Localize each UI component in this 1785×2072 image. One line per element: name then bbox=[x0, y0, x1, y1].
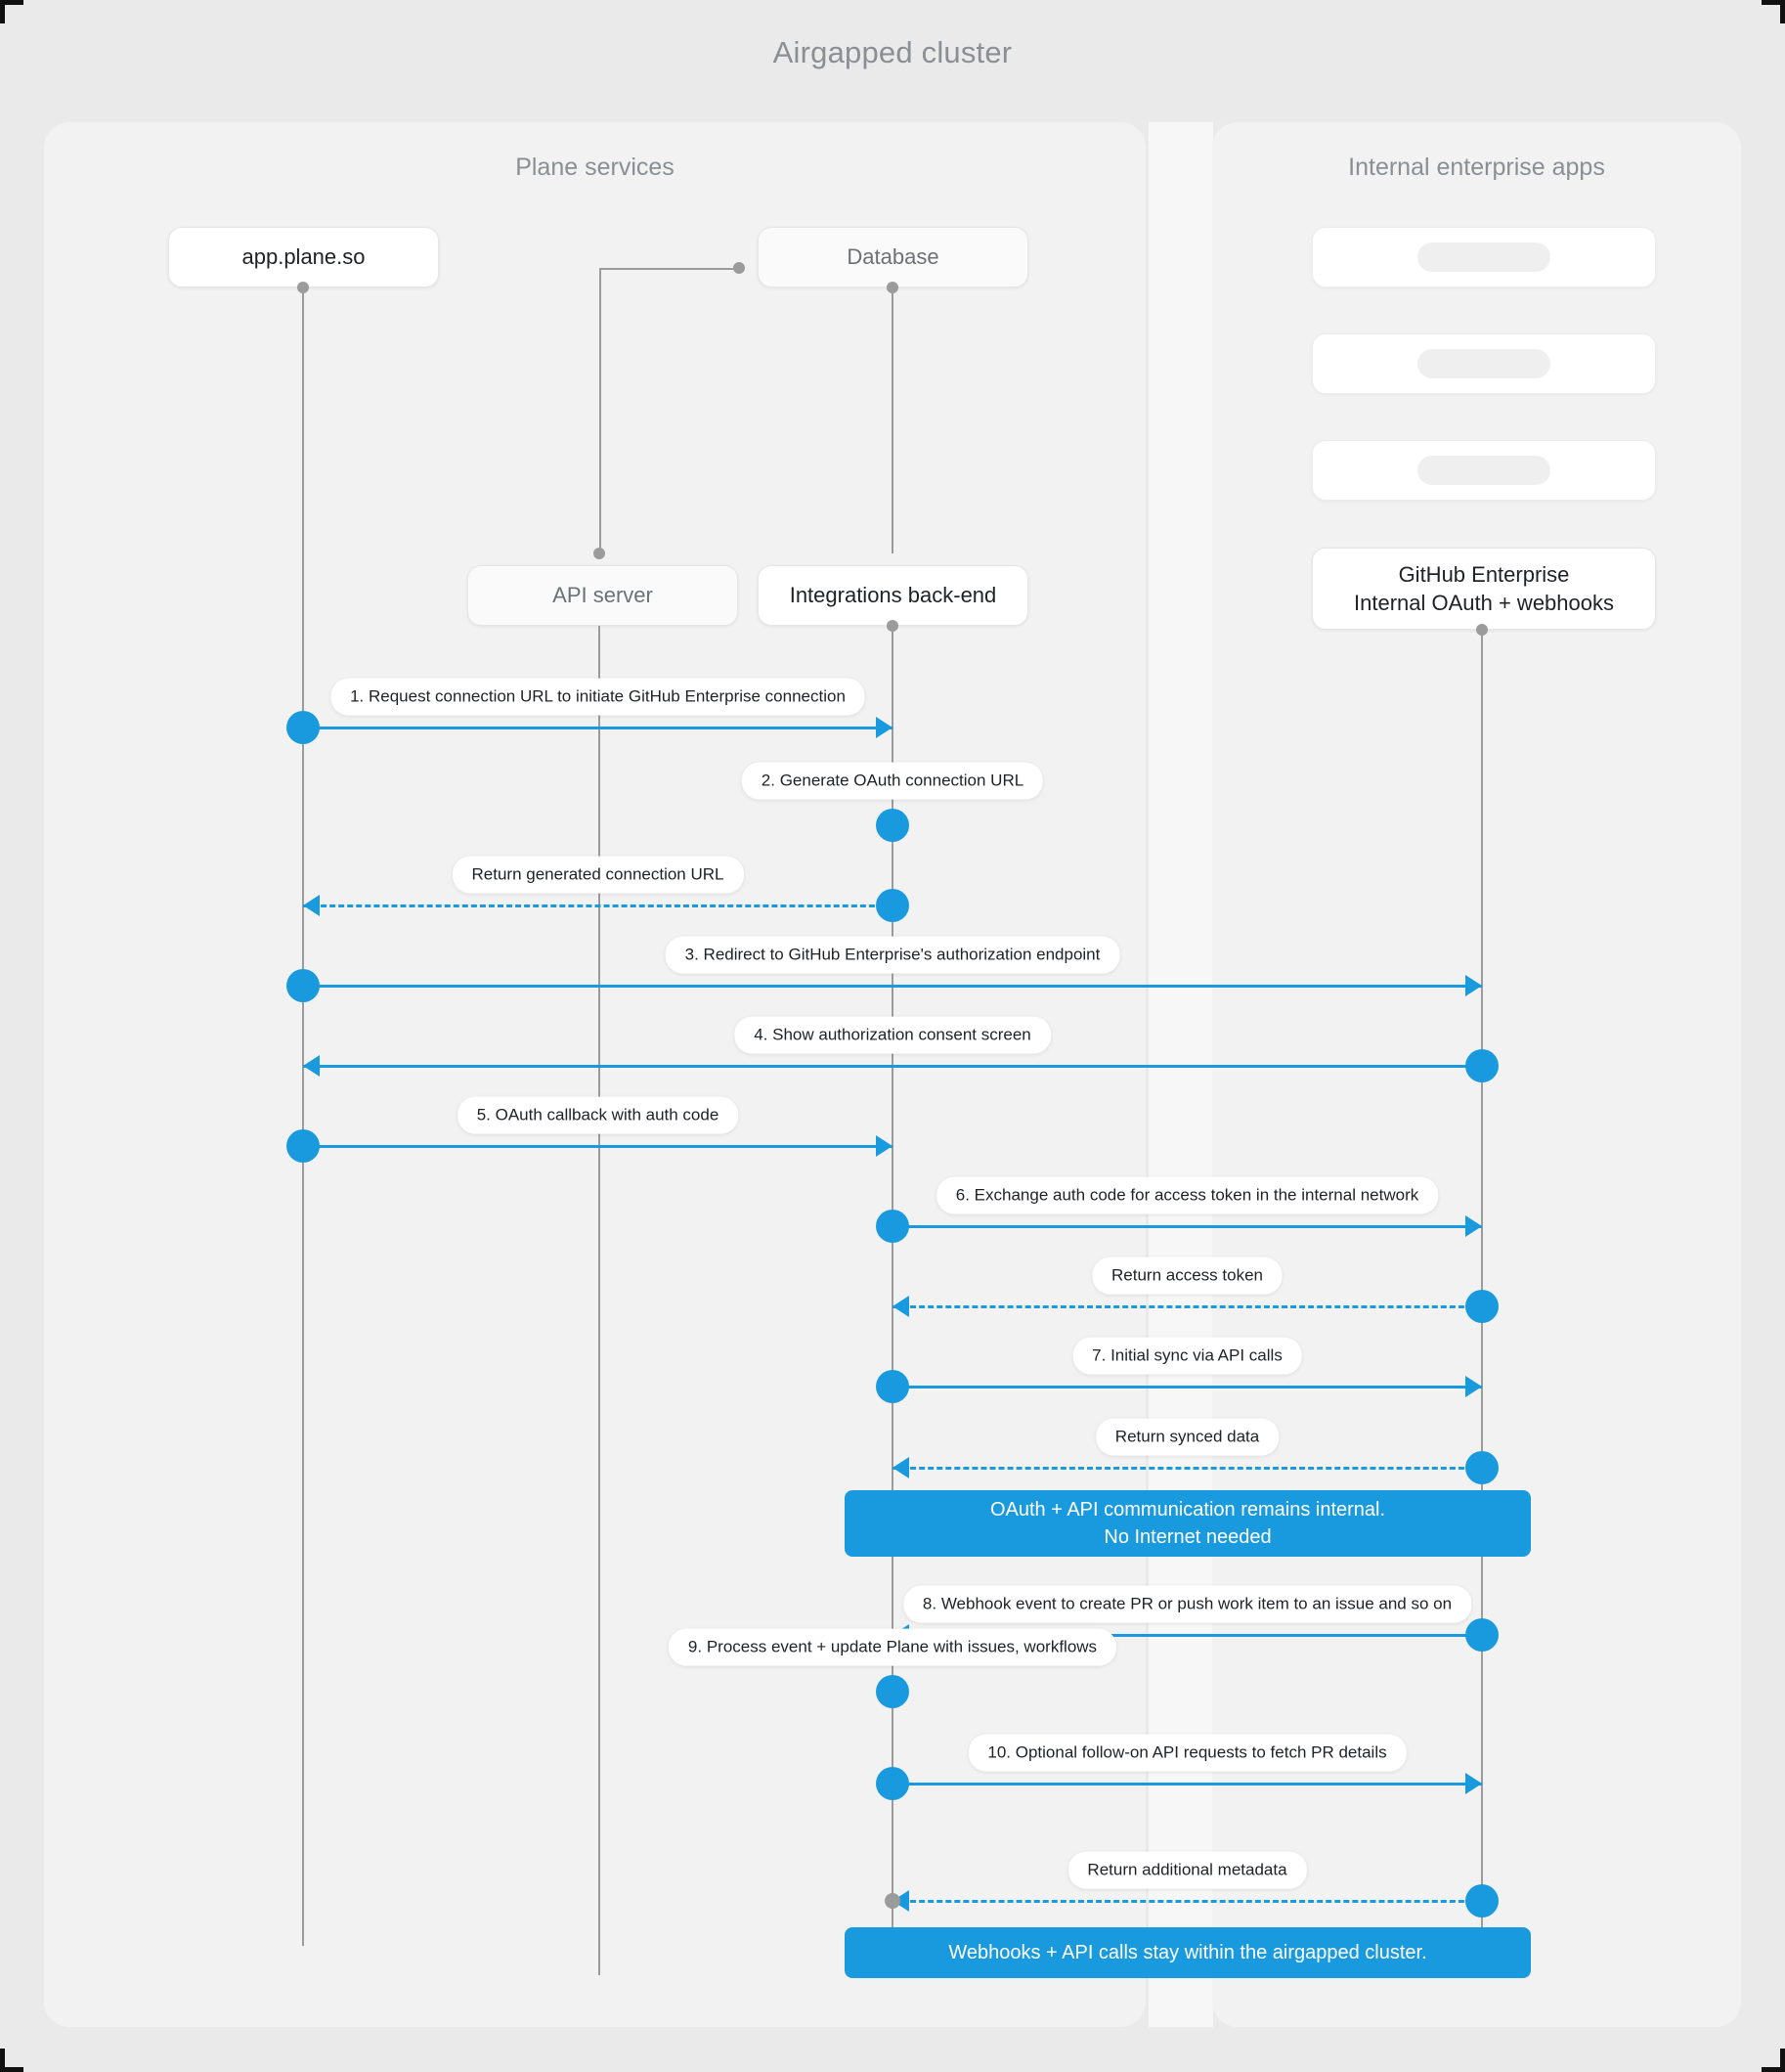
message-source-dot-14 bbox=[1465, 1884, 1499, 1918]
message-line-5 bbox=[303, 1065, 1482, 1068]
message-arrowhead-3 bbox=[303, 895, 320, 916]
participant-api-server[interactable]: API server bbox=[467, 565, 738, 626]
lifeline-ghe bbox=[1481, 630, 1483, 1946]
message-label-4: 3. Redirect to GitHub Enterprise's autho… bbox=[665, 936, 1120, 974]
message-label-13: 10. Optional follow-on API requests to f… bbox=[968, 1734, 1407, 1772]
message-arrowhead-8 bbox=[892, 1296, 909, 1317]
crop-mark-top-left-v bbox=[0, 0, 5, 23]
panel-internal-enterprise-apps-title: Internal enterprise apps bbox=[1348, 154, 1605, 181]
placeholder-bar bbox=[1417, 456, 1550, 485]
message-label-12: 9. Process event + update Plane with iss… bbox=[668, 1628, 1117, 1666]
note-oauth-internal: OAuth + API communication remains intern… bbox=[845, 1490, 1531, 1557]
lifeline-integr bbox=[892, 626, 893, 1946]
lifeline-cap-ghe bbox=[1476, 624, 1488, 636]
message-label-8: Return access token bbox=[1092, 1256, 1283, 1295]
message-label-11: 8. Webhook event to create PR or push wo… bbox=[902, 1585, 1472, 1623]
message-line-6 bbox=[303, 1145, 892, 1148]
message-arrowhead-10 bbox=[892, 1457, 909, 1478]
message-label-6: 5. OAuth callback with auth code bbox=[457, 1096, 739, 1134]
message-source-dot-13 bbox=[876, 1767, 909, 1800]
message-line-8 bbox=[892, 1305, 1482, 1308]
message-label-10: Return synced data bbox=[1095, 1418, 1280, 1456]
note-oauth-internal-line1: OAuth + API communication remains intern… bbox=[989, 1499, 1386, 1521]
note-webhooks-airgapped-line1: Webhooks + API calls stay within the air… bbox=[948, 1942, 1427, 1963]
message-source-dot-8 bbox=[1465, 1290, 1499, 1323]
message-label-14: Return additional metadata bbox=[1067, 1851, 1307, 1889]
message-label-5: 4. Show authorization consent screen bbox=[734, 1016, 1051, 1054]
message-arrowhead-6 bbox=[876, 1135, 892, 1157]
participant-github-enterprise[interactable]: GitHub Enterprise Internal OAuth + webho… bbox=[1312, 548, 1656, 630]
message-arrowhead-5 bbox=[303, 1055, 320, 1077]
message-arrowhead-4 bbox=[1465, 975, 1482, 996]
connector-endpoint-dot bbox=[733, 262, 745, 274]
note-webhooks-airgapped: Webhooks + API calls stay within the air… bbox=[845, 1927, 1531, 1978]
panel-plane-services: Plane services bbox=[44, 122, 1146, 2027]
participant-integrations-backend[interactable]: Integrations back-end bbox=[758, 565, 1028, 626]
crop-mark-top-right-h bbox=[1762, 0, 1785, 5]
connector-database-api-vertical bbox=[599, 268, 601, 553]
message-label-3: Return generated connection URL bbox=[452, 856, 744, 894]
message-source-dot-6 bbox=[286, 1129, 320, 1163]
message-line-11 bbox=[892, 1634, 1482, 1637]
crop-mark-top-right-v bbox=[1780, 0, 1785, 23]
message-line-4 bbox=[303, 985, 1482, 988]
self-message-dot-12 bbox=[876, 1675, 909, 1708]
message-source-dot-10 bbox=[1465, 1451, 1499, 1484]
message-source-dot-5 bbox=[1465, 1049, 1499, 1082]
crop-mark-top-left-h bbox=[0, 0, 23, 5]
message-line-9 bbox=[892, 1386, 1482, 1389]
placeholder-app-3 bbox=[1312, 440, 1656, 501]
connector-endpoint-dot bbox=[593, 548, 605, 559]
lifeline-cap-integr bbox=[887, 620, 898, 632]
message-arrowhead-7 bbox=[1465, 1215, 1482, 1237]
crop-mark-bottom-right-v bbox=[1780, 2049, 1785, 2072]
placeholder-bar bbox=[1417, 349, 1550, 378]
self-message-dot-2 bbox=[876, 809, 909, 842]
message-source-dot-3 bbox=[876, 889, 909, 922]
message-label-9: 7. Initial sync via API calls bbox=[1072, 1337, 1302, 1375]
lifeline-cap-db bbox=[887, 282, 898, 293]
lifeline-cap-app bbox=[297, 282, 309, 293]
message-source-dot-7 bbox=[876, 1210, 909, 1243]
message-source-dot-9 bbox=[876, 1370, 909, 1403]
panel-gap-band bbox=[1149, 122, 1213, 2027]
message-line-10 bbox=[892, 1467, 1482, 1470]
message-target-dot-14 bbox=[885, 1893, 900, 1909]
panel-plane-services-title: Plane services bbox=[515, 154, 675, 181]
message-arrowhead-1 bbox=[876, 717, 892, 738]
message-source-dot-1 bbox=[286, 711, 320, 744]
message-label-7: 6. Exchange auth code for access token i… bbox=[936, 1176, 1439, 1214]
lifeline-db bbox=[892, 287, 893, 553]
message-label-2: 2. Generate OAuth connection URL bbox=[741, 762, 1044, 800]
participant-github-enterprise-line1: GitHub Enterprise bbox=[1398, 561, 1570, 587]
participant-github-enterprise-line2: Internal OAuth + webhooks bbox=[1354, 591, 1614, 615]
participant-app-plane-so[interactable]: app.plane.so bbox=[168, 227, 439, 287]
message-arrowhead-13 bbox=[1465, 1773, 1482, 1794]
message-line-13 bbox=[892, 1783, 1482, 1785]
message-line-14 bbox=[892, 1900, 1482, 1903]
crop-mark-bottom-right-h bbox=[1762, 2067, 1785, 2072]
crop-mark-bottom-left-v bbox=[0, 2049, 5, 2072]
lifeline-api bbox=[598, 626, 600, 1975]
message-arrowhead-9 bbox=[1465, 1376, 1482, 1397]
placeholder-app-2 bbox=[1312, 333, 1656, 394]
message-line-1 bbox=[303, 727, 892, 729]
message-source-dot-4 bbox=[286, 969, 320, 1002]
message-line-7 bbox=[892, 1225, 1482, 1228]
lifeline-app bbox=[302, 287, 304, 1946]
connector-database-api-horizontal bbox=[599, 268, 739, 270]
crop-mark-bottom-left-h bbox=[0, 2067, 23, 2072]
placeholder-bar bbox=[1417, 242, 1550, 272]
page-title: Airgapped cluster bbox=[772, 35, 1013, 69]
message-source-dot-11 bbox=[1465, 1618, 1499, 1652]
note-oauth-internal-line2: No Internet needed bbox=[1104, 1526, 1272, 1548]
message-label-1: 1. Request connection URL to initiate Gi… bbox=[330, 678, 865, 716]
message-line-3 bbox=[303, 904, 892, 907]
participant-database[interactable]: Database bbox=[758, 227, 1028, 287]
placeholder-app-1 bbox=[1312, 227, 1656, 287]
